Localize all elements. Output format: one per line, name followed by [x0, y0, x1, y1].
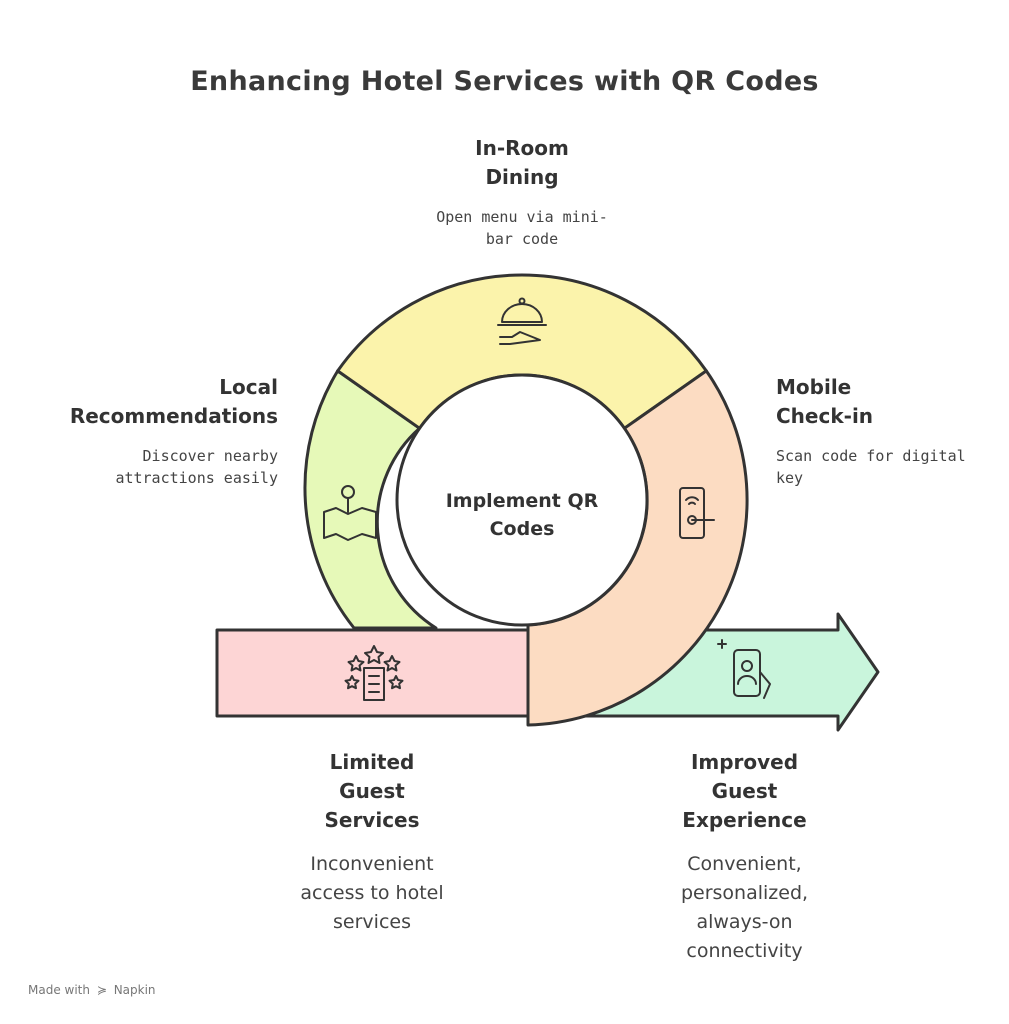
made-with-napkin-credit[interactable]: Made with ≽ Napkin — [28, 983, 156, 997]
end-title: Improved Guest Experience — [682, 750, 807, 832]
center-label: Implement QR Codes — [445, 490, 599, 540]
start-title: Limited Guest Services — [324, 750, 420, 832]
smart-door-lock-icon — [679, 487, 715, 539]
segment-title-mobile-check-in: Mobile Check-in — [776, 375, 874, 428]
end-description: Convenient, personalized, always-on conn… — [680, 853, 809, 962]
segment-local-recommendations — [303, 369, 438, 630]
credit-prefix: Made with — [28, 983, 90, 997]
phone-in-hand-icon — [717, 639, 771, 699]
segment-desc-local-recommendations: Discover nearby attractions easily — [115, 447, 278, 487]
napkin-logo-icon: ≽ — [96, 983, 107, 997]
segment-desc-in-room-dining: Open menu via mini-bar code — [436, 208, 608, 248]
segment-title-in-room-dining: In-Room Dining — [475, 136, 569, 189]
map-pin-icon — [323, 485, 377, 541]
credit-brand: Napkin — [113, 983, 156, 997]
hotel-stars-icon — [344, 645, 404, 701]
start-arrow — [215, 628, 530, 718]
room-service-cloche-icon — [497, 297, 547, 345]
segment-title-local-recommendations: Local Recommendations — [69, 375, 278, 428]
start-description: Inconvenient access to hotel services — [300, 853, 444, 933]
diagram-title: Enhancing Hotel Services with QR Codes — [190, 66, 819, 97]
segment-desc-mobile-check-in: Scan code for digital key — [776, 447, 966, 487]
